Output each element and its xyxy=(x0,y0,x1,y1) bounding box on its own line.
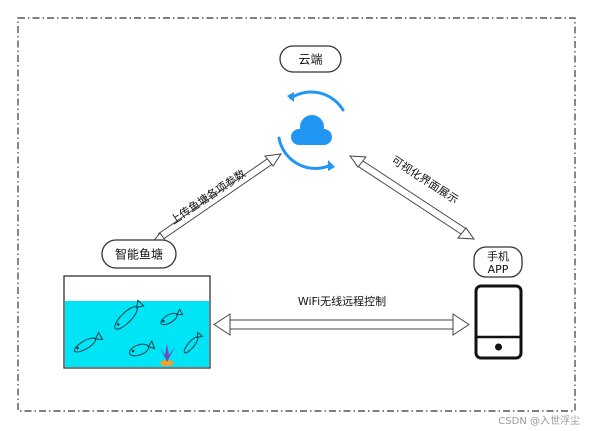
phone-label-line1: 手机 xyxy=(487,249,509,263)
water-plant-icon xyxy=(160,344,175,366)
phone-node-label: 手机 APP xyxy=(473,246,523,278)
arrow-cloud-phone xyxy=(348,155,476,240)
label-pond-phone: WiFi无线远程控制 xyxy=(298,294,386,308)
phone-label-line2: APP xyxy=(488,263,509,276)
cloud-label-text: 云端 xyxy=(298,53,322,67)
label-cloud-phone: 可视化界面展示 xyxy=(389,153,461,207)
fish-pond xyxy=(63,275,211,369)
system-boundary xyxy=(17,17,576,412)
pond-node-label: 智能鱼塘 xyxy=(101,239,177,269)
fish-icon xyxy=(73,299,204,357)
cloud-sync-icon xyxy=(277,90,345,171)
watermark: CSDN @入世浮尘 xyxy=(498,415,580,427)
label-pond-cloud: 上传鱼塘各项参数 xyxy=(167,166,248,227)
smartphone-icon xyxy=(474,284,523,360)
cloud-node-label: 云端 xyxy=(279,45,342,73)
pond-label-text: 智能鱼塘 xyxy=(115,247,163,262)
arrow-pond-phone xyxy=(213,313,470,336)
